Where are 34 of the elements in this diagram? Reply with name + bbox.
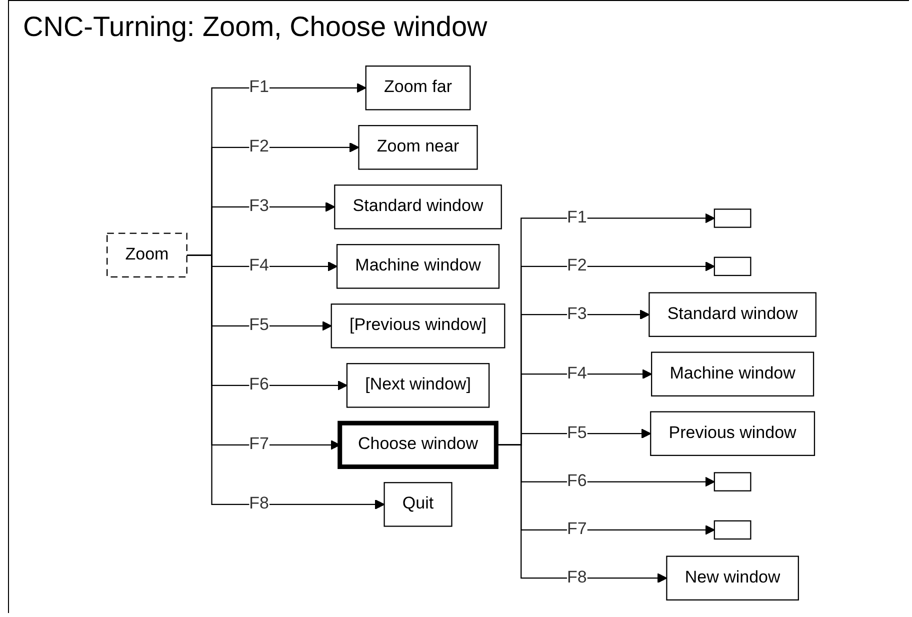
edge-label: F4: [249, 256, 270, 276]
node-box: Choose window: [338, 420, 498, 470]
edge-label: F1: [249, 77, 270, 97]
edge-label: F3: [249, 196, 270, 216]
edge-label: F7: [249, 434, 270, 454]
edge-label: F1: [567, 208, 587, 228]
node-box: [714, 520, 752, 540]
node-box: [714, 208, 752, 228]
edge-label: F2: [249, 136, 270, 156]
node-box: Previous window: [650, 411, 816, 456]
node-box: Standard window: [334, 184, 502, 230]
edge-label: F8: [249, 494, 270, 514]
node-box: Quit: [384, 482, 452, 527]
node-box: New window: [666, 556, 799, 600]
edge-label: F7: [567, 519, 587, 539]
node-box: Zoom far: [365, 66, 471, 110]
node-box: [Next window]: [346, 363, 490, 408]
node-box: Zoom near: [358, 125, 478, 170]
node-box: [Previous window]: [330, 304, 506, 348]
node-box: Zoom: [106, 232, 188, 278]
node-box: [714, 256, 752, 276]
node-box: [714, 472, 752, 492]
edge-label: F8: [567, 568, 587, 587]
edge-label: F4: [567, 364, 587, 383]
edge-label: F6: [567, 471, 587, 491]
node-box: Standard window: [648, 292, 816, 337]
edge-label: F5: [249, 315, 270, 335]
edge-label: F3: [567, 304, 587, 324]
edge-label: F2: [567, 256, 587, 276]
node-box: Machine window: [651, 352, 814, 396]
diagram-title: CNC-Turning: Zoom, Choose window: [23, 11, 488, 43]
node-box: Machine window: [336, 244, 500, 289]
edge-label: F5: [567, 423, 587, 442]
edge-label: F6: [249, 374, 270, 394]
